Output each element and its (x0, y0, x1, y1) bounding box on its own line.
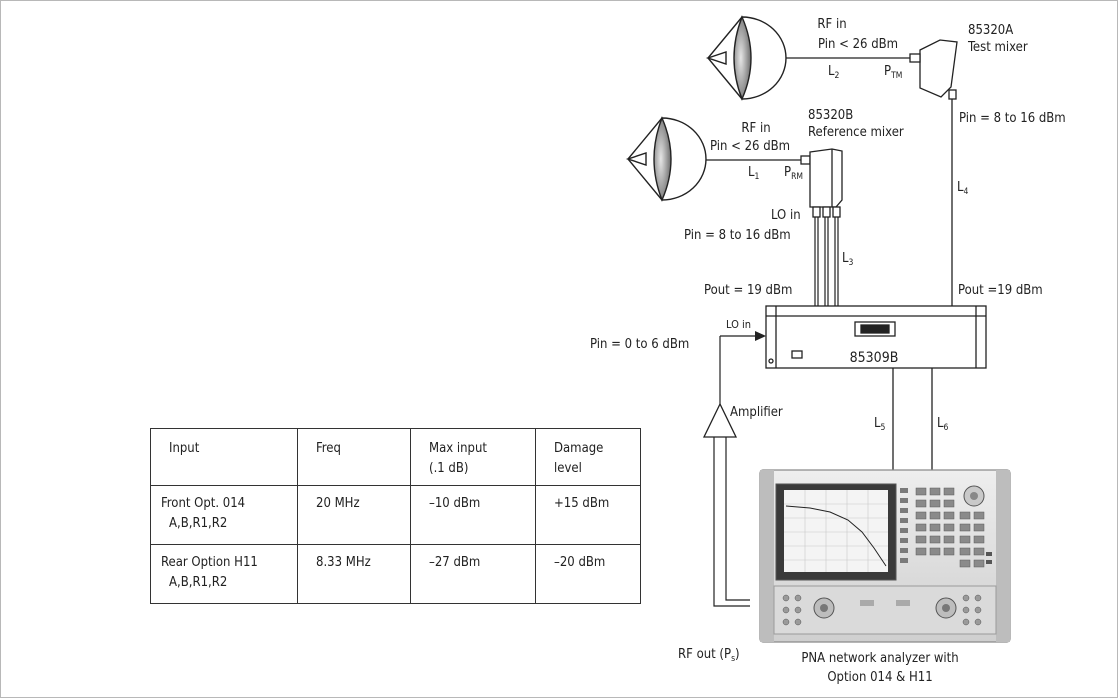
table-cell-freq: 20 MHz (297, 485, 411, 545)
table-cell-max-input: –10 dBm (410, 485, 536, 545)
antenna-dish-top (705, 15, 787, 101)
input-spec-table: Input Freq Max input (.1 dB) Damage leve… (150, 428, 641, 604)
label-rf-in-top: RF in (817, 17, 846, 32)
label-85320b: 85320B (808, 108, 853, 123)
label-85320a: 85320A (968, 23, 1013, 38)
test-mixer-85320a (909, 39, 958, 100)
table-cell-freq: 8.33 MHz (297, 544, 411, 604)
label-rf-in-middle: RF in (741, 121, 770, 136)
label-reference-mixer: Reference mixer (808, 125, 904, 140)
amplifier-triangle (702, 402, 738, 438)
table-cell-damage: –20 dBm (535, 544, 641, 604)
label-l5: L5 (874, 416, 886, 433)
pna-caption-line1: PNA network analyzer with (801, 651, 958, 666)
label-rf-out: RF out (Ps) (678, 647, 740, 664)
label-test-mixer: Test mixer (967, 40, 1028, 55)
label-lo-in-unit: LO in (726, 318, 751, 331)
label-amplifier: Amplifier (730, 405, 783, 420)
label-l3: L3 (842, 251, 854, 268)
label-l2: L2 (828, 64, 840, 81)
label-pin-0-6: Pin = 0 to 6 dBm (590, 337, 689, 352)
distribution-unit-85309b (765, 305, 987, 369)
lo-cables-l3 (814, 217, 839, 306)
table-header-max-input: Max input (.1 dB) (410, 428, 536, 486)
table-cell-damage: +15 dBm (535, 485, 641, 545)
pna-network-analyzer (759, 469, 1011, 643)
rf-out-line-outer (713, 437, 750, 607)
label-pin-8-16-right: Pin = 8 to 16 dBm (959, 111, 1066, 126)
label-p-tm: PTM (884, 64, 902, 81)
label-l1: L1 (748, 165, 760, 182)
label-l4: L4 (957, 180, 969, 197)
table-header-damage-level: Damage level (535, 428, 641, 486)
rf-out-line-inner (725, 437, 750, 601)
table-header-freq: Freq (297, 428, 411, 486)
label-p-rm: PRM (784, 165, 803, 182)
pna-caption-line2: Option 014 & H11 (827, 670, 932, 685)
label-pin-lt-26-top: Pin < 26 dBm (818, 37, 898, 52)
label-pout-left: Pout = 19 dBm (704, 283, 792, 298)
table-header-row: Input Freq Max input (.1 dB) Damage leve… (150, 428, 641, 486)
label-lo-in-mixer: LO in (771, 208, 801, 223)
label-85309b: 85309B (850, 350, 899, 366)
label-pout-right: Pout =19 dBm (958, 283, 1043, 298)
reference-mixer-85320b (800, 148, 843, 218)
label-l6: L6 (937, 416, 949, 433)
label-pin-lt-26-middle: Pin < 26 dBm (710, 139, 790, 154)
table-cell-max-input: –27 dBm (410, 544, 536, 604)
antenna-dish-middle (625, 116, 707, 202)
table-header-input: Input (150, 428, 298, 486)
label-pin-8-16-left: Pin = 8 to 16 dBm (684, 228, 791, 243)
